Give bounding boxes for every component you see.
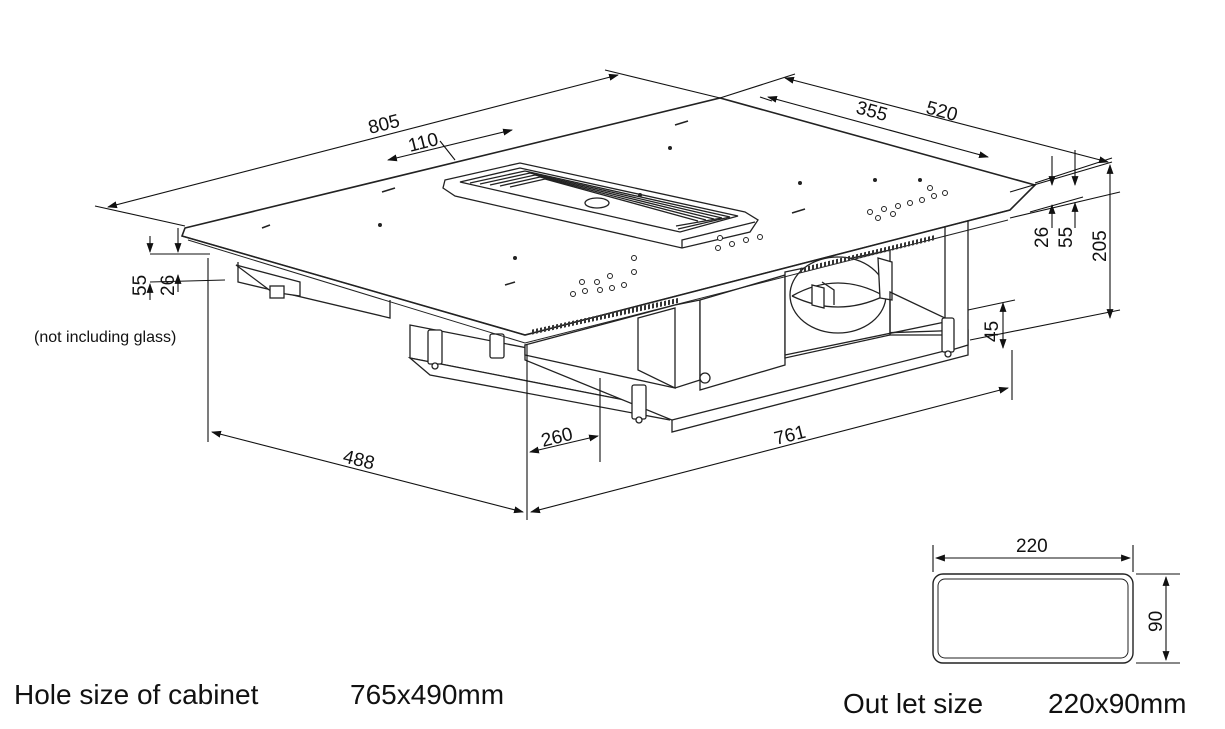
dim-205: 205 <box>1090 230 1111 262</box>
dim-520: 520 <box>924 98 960 126</box>
hole-size-value: 765x490mm <box>350 679 505 710</box>
outlet-size-value: 220x90mm <box>1048 688 1187 719</box>
touch-controls <box>570 185 948 297</box>
dim-55-right: 55 <box>1056 227 1077 248</box>
dim-805: 805 <box>366 111 402 139</box>
hole-size-label: Hole size of cabinet <box>14 679 259 710</box>
dim-110: 110 <box>406 129 440 157</box>
fan-housing <box>784 249 893 359</box>
dim-488: 488 <box>341 446 377 474</box>
dim-outlet-width: 220 <box>1016 536 1048 557</box>
dim-45: 45 <box>982 321 1003 342</box>
dimension-lines <box>94 69 1121 520</box>
outlet-detail: 220 90 <box>932 536 1180 664</box>
glass-note: (not including glass) <box>34 329 176 346</box>
dim-761: 761 <box>772 422 808 450</box>
dim-55-left: 55 <box>130 275 151 296</box>
dim-26-left: 26 <box>158 275 179 296</box>
outlet-outline <box>932 573 1134 664</box>
dim-outlet-height: 90 <box>1146 611 1167 632</box>
dim-26-right: 26 <box>1032 227 1053 248</box>
outlet-size-label: Out let size <box>843 688 984 719</box>
dim-260: 260 <box>539 424 575 452</box>
